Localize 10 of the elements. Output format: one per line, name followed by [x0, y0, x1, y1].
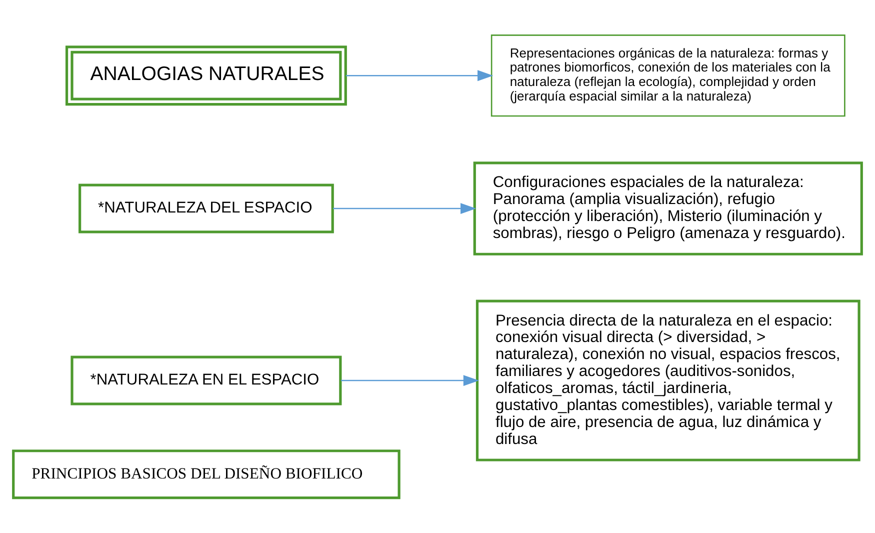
node-box: Presencia directa de la naturaleza en el espacio: conexión visual directa (> diversidad, > naturaleza), conexión no visual, espacios frescos, familiares y acogedores (auditivos-sonidos, olfaticos_aromas, táctil_jardineria, gustativo_plantas comestibles), variable termal y flujo de aire, presencia de agua, luz dinámica y difusa	[476, 300, 860, 462]
node-box: *NATURALEZA DEL ESPACIO	[78, 184, 334, 234]
node-box: Representaciones orgánicas de la naturaleza: formas y patrones biomorficos, conexión de los materiales con la naturaleza (reflejan la ecología), complejidad y orden (jerarquía espacial similar a la naturaleza)	[490, 34, 846, 117]
arrow	[333, 203, 476, 214]
node-box: Configuraciones espaciales de la naturaleza: Panorama (amplia visualización), refugio (protección y liberación), Misterio (iluminación y sombras), riesgo o Peligro (amenaza y resguardo).	[473, 162, 863, 256]
arrow	[346, 70, 494, 82]
arrow	[340, 375, 480, 386]
node-box: PRINCIPIOS BASICOS DEL DISEÑO BIOFILICO	[12, 450, 400, 500]
node-box: *NATURALEZA EN EL ESPACIO	[70, 356, 342, 406]
node-box: ANALOGIAS NATURALES	[65, 46, 347, 106]
